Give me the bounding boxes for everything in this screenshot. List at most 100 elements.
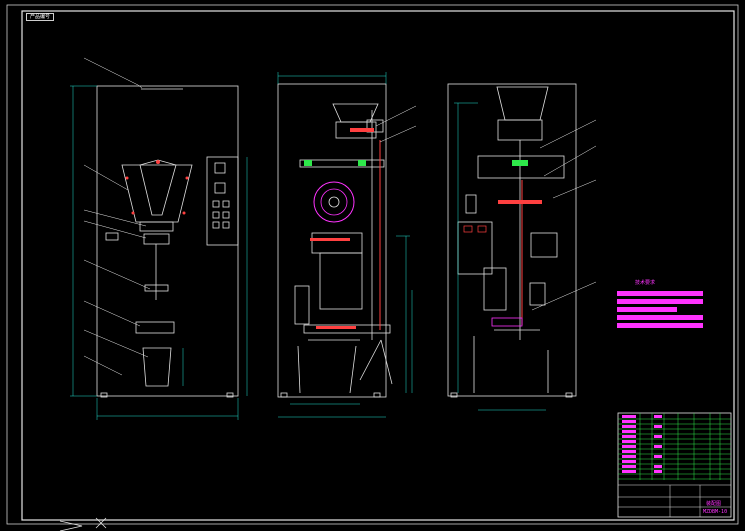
front-leaders (83, 57, 151, 376)
panel-button (212, 211, 220, 219)
rear-foot-right (565, 392, 573, 398)
leader-line (83, 300, 141, 327)
front-foot-left (100, 392, 108, 398)
side-motor-housing (319, 252, 363, 310)
panel-display-2 (214, 182, 226, 194)
front-sealing-block (139, 221, 174, 232)
front-marker (125, 176, 129, 180)
leader-line (83, 220, 147, 239)
table-entry (622, 425, 636, 428)
leader-line (83, 57, 143, 89)
front-side-fitting (105, 232, 119, 241)
table-entry (622, 450, 636, 453)
side-view (277, 83, 393, 398)
front-view (96, 85, 239, 398)
rear-panel-indicator (463, 225, 473, 233)
table-entry (622, 445, 636, 448)
table-entry (622, 420, 636, 423)
front-output-bucket (142, 347, 172, 387)
front-cutter (144, 284, 169, 292)
table-entry (654, 470, 662, 473)
side-red-mechanism (310, 238, 350, 241)
table-entry (622, 460, 636, 463)
side-cabinet-outline (277, 83, 387, 398)
leader-line (543, 145, 597, 177)
notes-heading: 技术要求 (635, 280, 656, 286)
inner-border (21, 10, 735, 521)
control-panel (206, 156, 239, 246)
corner-title-tag: 产品编号 (26, 13, 55, 21)
notes-bar (617, 323, 703, 328)
notes-bar (617, 291, 703, 296)
table-entry (654, 425, 662, 428)
side-strut (359, 339, 382, 381)
side-red-mechanism (350, 128, 374, 132)
notes-bar (617, 307, 677, 312)
title-block-entries (622, 415, 662, 473)
side-gearbox (366, 119, 384, 133)
rear-gear-housing (529, 282, 546, 306)
front-marker (182, 211, 186, 215)
rear-upper-frame (477, 155, 565, 179)
notes-bar (617, 315, 703, 320)
front-dimensions (70, 85, 248, 420)
front-bag-clamp (135, 321, 175, 334)
leader-line (531, 281, 597, 311)
panel-display-1 (214, 162, 226, 174)
rear-cabinet-outline (447, 83, 577, 397)
rear-foot-left (450, 392, 458, 398)
side-leg (349, 345, 357, 394)
technical-notes-block (617, 291, 703, 328)
front-marker (131, 211, 135, 215)
front-marker (156, 160, 160, 164)
table-entry (622, 465, 636, 468)
front-foot-right (226, 392, 234, 398)
leader-line (83, 355, 123, 376)
side-upper-bracket (299, 159, 385, 168)
orientation-mark (95, 517, 107, 529)
rear-right-bracket (530, 232, 558, 258)
model-code: MZDBM-10 (703, 509, 728, 515)
front-marker (185, 176, 189, 180)
side-hopper-neck (335, 121, 377, 139)
rear-side-bracket (465, 194, 477, 214)
table-entry (654, 465, 662, 468)
corner-marks (59, 517, 107, 531)
table-entry (622, 430, 636, 433)
side-drive-wheel-inner (320, 188, 348, 216)
leader-line (375, 105, 417, 127)
orientation-mark (59, 520, 83, 531)
outer-border (6, 4, 739, 525)
table-entry (622, 470, 636, 473)
panel-button (222, 221, 230, 229)
side-strut (380, 339, 393, 385)
side-drive-wheel (313, 181, 355, 223)
side-dimensions (277, 72, 413, 418)
rear-panel-indicator (477, 225, 487, 233)
panel-button (212, 221, 220, 229)
rear-motor (483, 267, 507, 311)
panel-button (212, 200, 220, 208)
side-green-fitting (304, 160, 312, 166)
side-leg (297, 345, 301, 394)
side-foot-left (280, 392, 288, 398)
rear-red-mechanism (498, 200, 542, 204)
notes-bar (617, 299, 703, 304)
leader-line (539, 119, 597, 149)
table-entry (622, 440, 636, 443)
table-entry (654, 415, 662, 418)
side-rear-post (294, 285, 310, 325)
side-lower-bracket (303, 324, 391, 334)
front-forming-cone (139, 159, 177, 216)
leader-line (552, 179, 597, 199)
side-red-mechanism (316, 326, 356, 329)
table-entry (654, 455, 662, 458)
front-sealing-jaw (143, 233, 170, 245)
leader-line (83, 259, 151, 290)
side-leaders (375, 105, 417, 143)
side-view-highlights (304, 128, 381, 330)
table-entry (622, 455, 636, 458)
side-drive-hub (328, 196, 340, 208)
rear-green-fitting (512, 160, 528, 166)
